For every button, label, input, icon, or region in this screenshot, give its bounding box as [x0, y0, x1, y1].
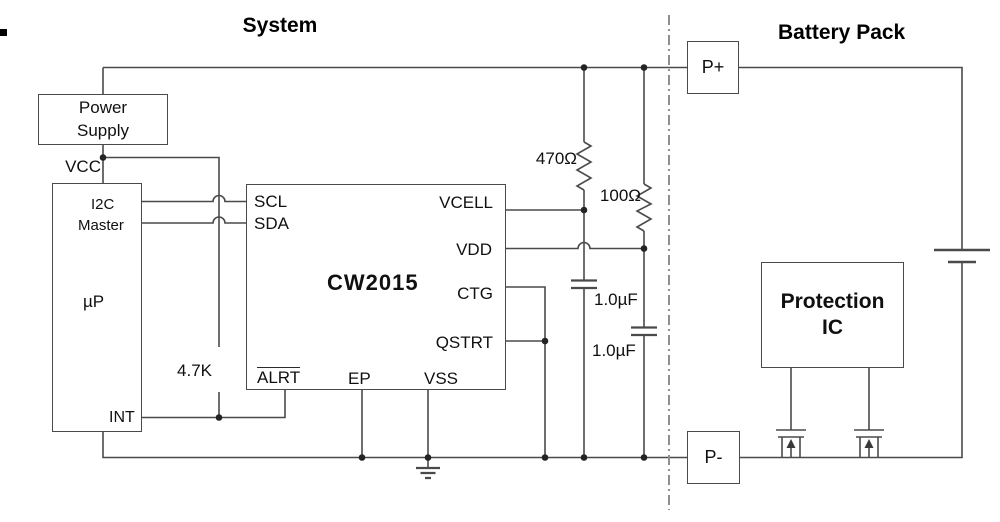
wire-ground-rail-right	[740, 262, 963, 459]
pin-label-ep: EP	[348, 369, 371, 388]
i2c-label: I2C	[91, 196, 115, 213]
junction-dots	[99, 64, 648, 461]
vcell-capacitor-label: 1.0µF	[594, 290, 638, 309]
microprocessor-block	[52, 183, 142, 432]
battery-pack-title: Battery Pack	[778, 21, 906, 44]
wire-int-to-alrt	[142, 390, 286, 419]
int-pin-label: INT	[109, 409, 135, 426]
pin-label-vcell: VCELL	[439, 193, 493, 212]
pullup-resistor-label: 4.7K	[177, 361, 212, 380]
cw2015-block	[246, 184, 506, 390]
microprocessor-name-label: µP	[83, 292, 105, 311]
p-minus-label: P-	[704, 447, 723, 467]
wire-ground-rail-left	[102, 432, 687, 459]
vcc-net-label: VCC	[65, 157, 101, 176]
power-supply-label-line1: Power	[78, 98, 128, 118]
pin-label-ctg: CTG	[457, 284, 493, 303]
capacitor-2-symbol	[631, 326, 657, 337]
p-plus-terminal: P+	[687, 41, 739, 94]
left-edge-mark	[0, 29, 7, 36]
p-minus-terminal: P-	[687, 431, 740, 484]
pin-label-alrt: ALRT	[257, 367, 301, 388]
wire-sda	[142, 216, 246, 224]
wire-pullup-feed	[103, 156, 220, 347]
cw2015-name-label: CW2015	[327, 270, 419, 295]
vdd-resistor-label: 100Ω	[599, 186, 641, 205]
mosfet-2-icon	[854, 429, 884, 458]
pin-label-scl: SCL	[254, 192, 288, 211]
i2c-master-label: Master	[78, 217, 124, 234]
power-supply-block: Power Supply	[38, 94, 168, 145]
wire-ctg	[506, 286, 546, 458]
capacitor-1-symbol	[571, 279, 597, 290]
wire-vdd	[506, 241, 644, 250]
resistor-100-symbol	[635, 183, 653, 232]
mosfet-1-icon	[776, 429, 806, 458]
vcell-resistor-label: 470Ω	[535, 149, 577, 168]
pin-label-vdd: VDD	[456, 240, 492, 259]
protection-ic-label-line1: Protection	[780, 289, 885, 313]
power-supply-label-line2: Supply	[77, 120, 129, 140]
resistor-470-symbol	[575, 141, 593, 191]
pin-label-sda: SDA	[254, 214, 289, 233]
vdd-capacitor-label: 1.0µF	[592, 341, 636, 360]
ground-icon	[416, 457, 440, 480]
protection-ic-label-line2: IC	[822, 316, 843, 339]
system-title: System	[242, 14, 318, 37]
battery-icon	[934, 248, 990, 264]
wire-top-rail-right	[739, 66, 963, 250]
wire-scl	[142, 194, 246, 203]
p-plus-label: P+	[701, 57, 725, 77]
pin-label-vss: VSS	[424, 369, 459, 388]
alrt-overline-text: ALRT	[257, 367, 301, 387]
pin-label-qstrt: QSTRT	[435, 333, 493, 352]
protection-ic-block: Protection IC	[761, 262, 904, 368]
